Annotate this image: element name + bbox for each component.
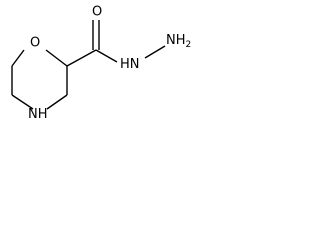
hydrazide-n2-symbol: N (166, 33, 176, 48)
bond-nh-nh2 (144, 45, 166, 59)
bond-n4-c3 (46, 94, 68, 110)
hydrazide-n1-symbol: N (130, 57, 140, 72)
ring-nh-hydrogen-symbol: H (38, 107, 48, 122)
ring-oxygen-label: O (30, 36, 40, 51)
bond-c2-carbonyl-c (66, 49, 97, 67)
morpholine-carbohydrazide-structure: O NH O HN NH2 (11, 5, 191, 122)
hydrazide-hn-label: HN (120, 57, 140, 72)
molecule-canvas: O NH O HN NH2 (0, 0, 200, 148)
hydrazide-h2-subscript: 2 (186, 40, 192, 50)
hydrazide-nh2-label: NH2 (166, 33, 191, 50)
ring-nh-label: NH (28, 107, 48, 122)
bond-c5-n4 (11, 94, 34, 110)
ring-nitrogen-symbol: N (28, 107, 38, 122)
hydrazide-h2-symbol: H (176, 33, 186, 48)
carbonyl-oxygen-label: O (92, 5, 102, 20)
bond-c2-o1 (45, 49, 68, 67)
hydrazide-nh-hydrogen: H (120, 57, 130, 72)
bond-carbonyl-c-nh (95, 49, 118, 63)
bond-o1-c6 (11, 49, 25, 67)
